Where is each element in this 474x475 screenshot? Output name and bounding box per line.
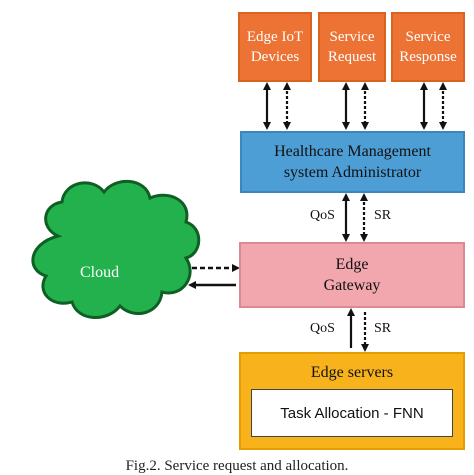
box-label: Gateway bbox=[323, 277, 381, 294]
box-label: Healthcare Management bbox=[274, 143, 431, 160]
task-allocation-box: Task Allocation - FNN bbox=[251, 389, 453, 437]
box-label: Service bbox=[405, 29, 451, 45]
cloud-shape bbox=[31, 179, 201, 319]
box-label: Devices bbox=[250, 49, 300, 65]
box-label: Edge bbox=[335, 256, 369, 273]
box-label: system Administrator bbox=[283, 164, 422, 181]
edge-servers-title: Edge servers bbox=[310, 364, 394, 381]
edge-iot-devices-box: Edge IoT Devices bbox=[238, 12, 312, 82]
box-label: Service bbox=[329, 29, 375, 45]
edge-gateway-box: Edge Gateway bbox=[239, 242, 465, 308]
figure-caption: Fig.2. Service request and allocation. bbox=[125, 458, 349, 474]
healthcare-admin-box: Healthcare Management system Administrat… bbox=[240, 131, 465, 193]
service-response-box: Service Response bbox=[391, 12, 465, 82]
box-label: Response bbox=[399, 49, 457, 65]
gateway-servers-arrows bbox=[347, 308, 369, 352]
sr-label: SR bbox=[374, 208, 392, 223]
box-label: Edge IoT bbox=[246, 29, 304, 45]
qos-label: QoS bbox=[310, 208, 335, 223]
cloud-gateway-arrows bbox=[188, 264, 240, 289]
admin-gateway-arrows bbox=[342, 193, 368, 242]
task-allocation-label: Task Allocation - FNN bbox=[280, 404, 424, 422]
box-label: Request bbox=[327, 49, 377, 65]
service-request-box: Service Request bbox=[318, 12, 386, 82]
cloud-label: Cloud bbox=[80, 264, 120, 281]
sr-label: SR bbox=[374, 321, 392, 336]
top-arrows bbox=[263, 82, 447, 130]
qos-label: QoS bbox=[310, 321, 335, 336]
